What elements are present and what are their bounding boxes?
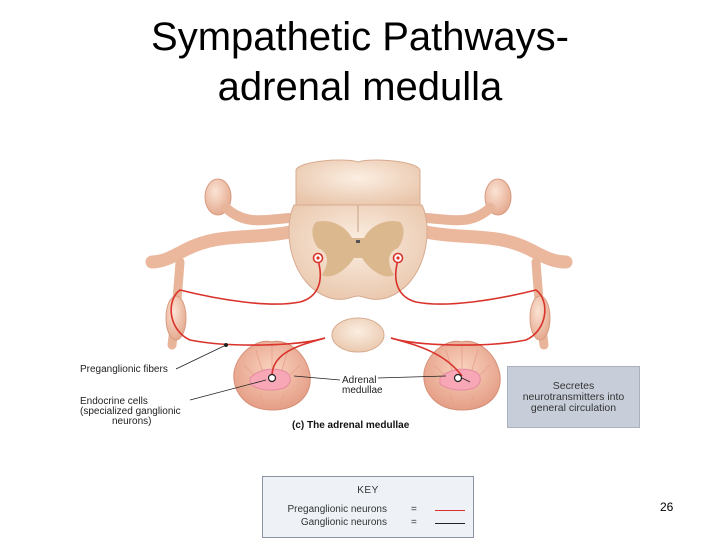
slide-title: Sympathetic Pathways- adrenal medulla [120, 12, 600, 112]
secretion-callout-text: Secretes neurotransmitters into general … [522, 379, 625, 414]
key-line-black [435, 523, 465, 524]
dorsal-root-ganglion-right [421, 178, 512, 226]
title-line-2: adrenal medulla [217, 65, 503, 109]
preganglionic-fiber-left [170, 259, 326, 377]
key-equals-ganglionic: = [411, 517, 417, 528]
label-adrenal-line1: Adrenal [342, 375, 376, 386]
figure-caption: (c) The adrenal medullae [292, 420, 410, 431]
key-title: KEY [357, 485, 379, 496]
dorsal-root-ganglion-left [204, 178, 295, 226]
page-number: 26 [660, 500, 674, 514]
label-endocrine-line3: neurons) [112, 416, 151, 427]
key-label-preganglionic: Preganglionic neurons [287, 504, 387, 515]
spinal-cord [288, 159, 428, 300]
label-preganglionic-fibers: Preganglionic fibers [80, 364, 168, 375]
key-row-ganglionic: Ganglionic neurons = [263, 517, 473, 529]
legend-key: KEY Preganglionic neurons = Ganglionic n… [262, 476, 474, 538]
key-equals-preganglionic: = [411, 504, 417, 515]
preganglionic-fiber-right [390, 259, 546, 377]
spinal-nerve-right [419, 225, 573, 269]
preganglionic-neuron-right [392, 252, 404, 264]
aorta [331, 317, 385, 353]
sympathetic-chain-left [165, 257, 187, 350]
endocrine-cell-left [267, 373, 277, 383]
preganglionic-neuron-left [312, 252, 324, 264]
key-row-preganglionic: Preganglionic neurons = [263, 504, 473, 516]
label-endocrine-line1: Endocrine cells [80, 396, 148, 407]
endocrine-cell-right [453, 373, 463, 383]
label-adrenal-line2: medullae [342, 385, 383, 396]
key-line-red [435, 510, 465, 511]
secretion-callout-box: Secretes neurotransmitters into general … [507, 366, 640, 428]
sympathetic-chain-right [529, 257, 551, 350]
title-line-1: Sympathetic Pathways- [151, 15, 569, 59]
spinal-nerve-left [145, 225, 297, 269]
leader-lines [175, 342, 471, 401]
label-endocrine-line2: (specialized ganglionic [80, 406, 181, 417]
key-label-ganglionic: Ganglionic neurons [300, 517, 387, 528]
